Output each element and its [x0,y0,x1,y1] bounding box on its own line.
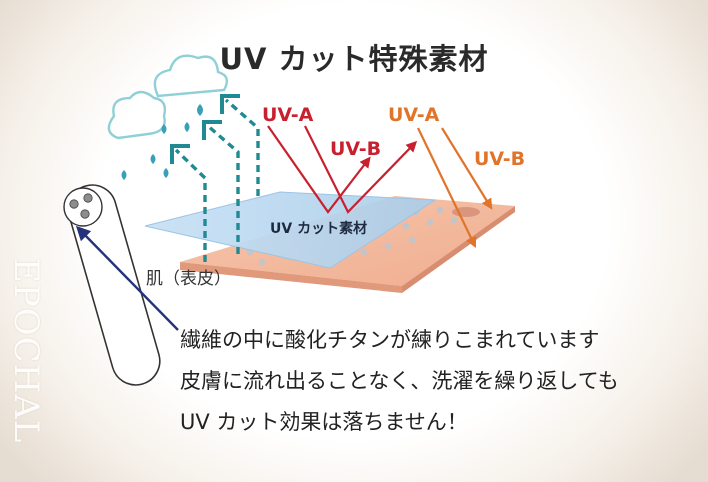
label-uvb-orange: UV-B [474,148,526,170]
diagram-title: UV カット特殊素材 [219,42,489,76]
label-uvb-red: UV-B [330,138,382,160]
description-line: 皮膚に流れ出ることなく、洗濯を繰り返しても [180,369,619,393]
uv-red-rays [267,125,418,214]
airflow-arrowheads [170,94,240,164]
description-line: 繊維の中に酸化チタンが練りこまれています [180,328,600,352]
label-uva-red: UV-A [262,104,314,126]
uv-cut-material-sheet [144,191,437,269]
uv-orange-rays [417,127,493,248]
water-drop-icon [121,104,203,180]
description: 繊維の中に酸化チタンが練りこまれています 皮膚に流れ出ることなく、洗濯を繰り返し… [180,320,619,443]
label-uv-cut-material: UV カット素材 [270,221,368,237]
label-uva-orange: UV-A [388,104,440,126]
cloud-icon [107,54,229,140]
description-line: UV カット効果は落ちません！ [180,410,468,434]
airflow-arrows [174,98,260,262]
label-skin: 肌（表皮） [146,269,231,289]
pointer-arrow [75,225,179,331]
brand-watermark: EPOCHAL [6,258,46,444]
